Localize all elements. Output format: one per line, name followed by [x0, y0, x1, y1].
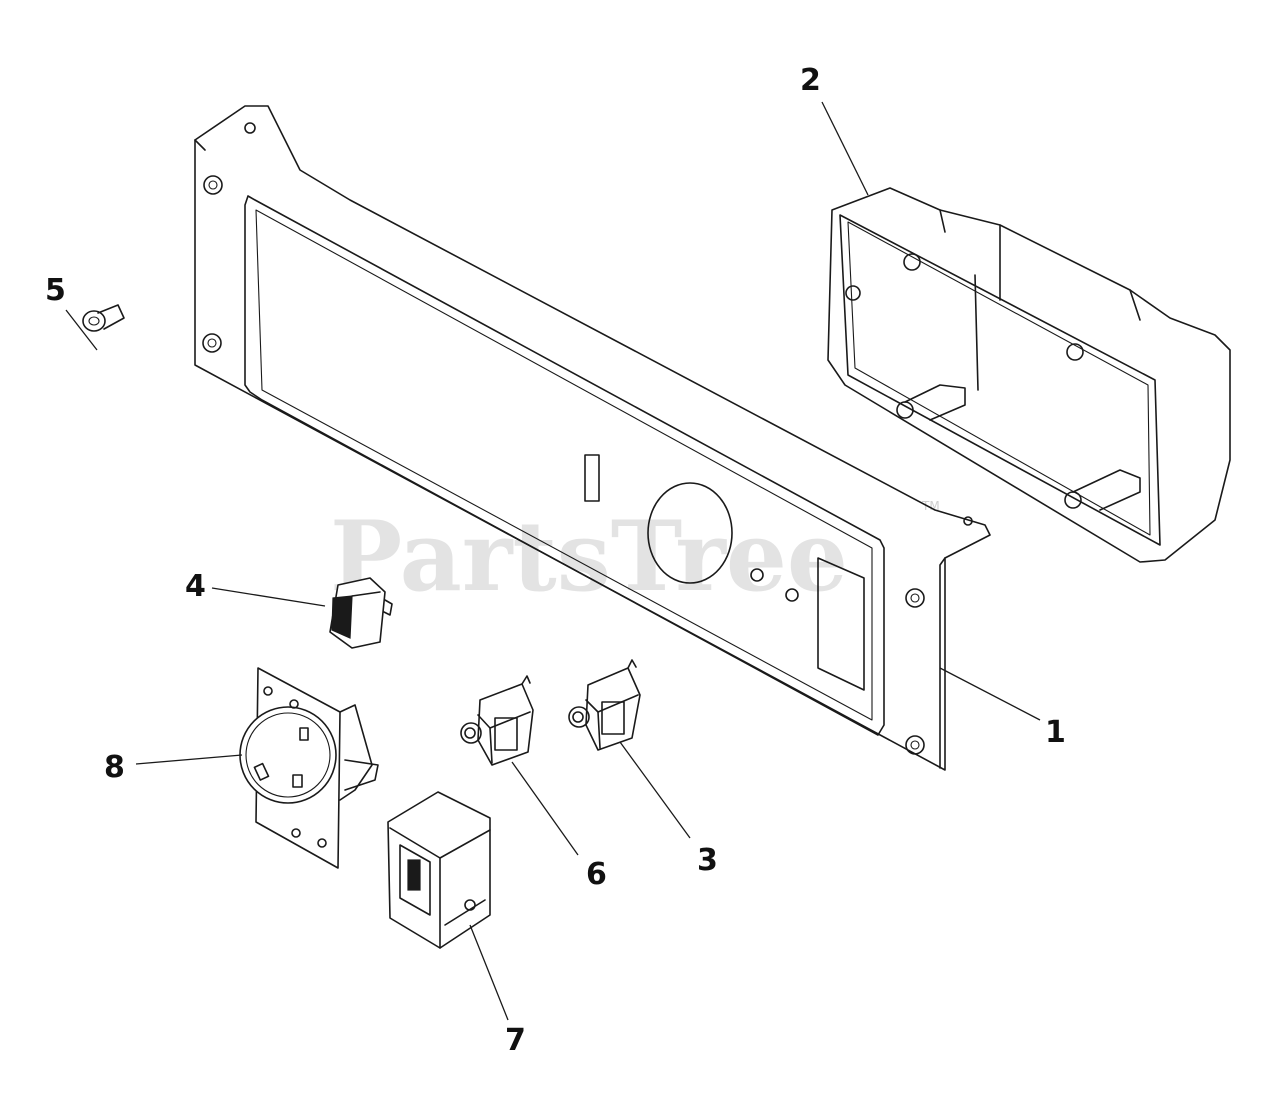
- leader-6: [511, 761, 579, 856]
- callout-2: 2: [800, 63, 821, 98]
- watermark-text: PartsTree: [330, 500, 848, 613]
- part-2-rear-box: [827, 187, 1231, 563]
- leader-3: [619, 741, 691, 839]
- callout-4: 4: [185, 569, 206, 604]
- callout-6: 6: [586, 857, 607, 892]
- callout-8: 8: [104, 750, 125, 785]
- part-6-circuit-breaker: [460, 675, 534, 766]
- callout-5: 5: [45, 273, 66, 308]
- part-8-receptacle: [239, 667, 379, 869]
- part-7-gfci-outlet: [387, 791, 491, 949]
- leader-7: [469, 924, 509, 1021]
- leader-8: [135, 754, 243, 765]
- callout-3: 3: [697, 843, 718, 878]
- callout-1: 1: [1045, 715, 1066, 750]
- leader-1: [939, 667, 1041, 721]
- callout-7: 7: [505, 1023, 526, 1058]
- part-4-rocker-switch: [329, 577, 393, 649]
- leader-4: [211, 587, 326, 607]
- leader-2: [821, 101, 869, 196]
- part-5-screw: [82, 304, 125, 332]
- leader-lines: [65, 101, 1041, 1021]
- leader-5: [65, 309, 98, 351]
- part-1-control-panel: [194, 105, 991, 771]
- part-3-circuit-breaker: [568, 659, 641, 751]
